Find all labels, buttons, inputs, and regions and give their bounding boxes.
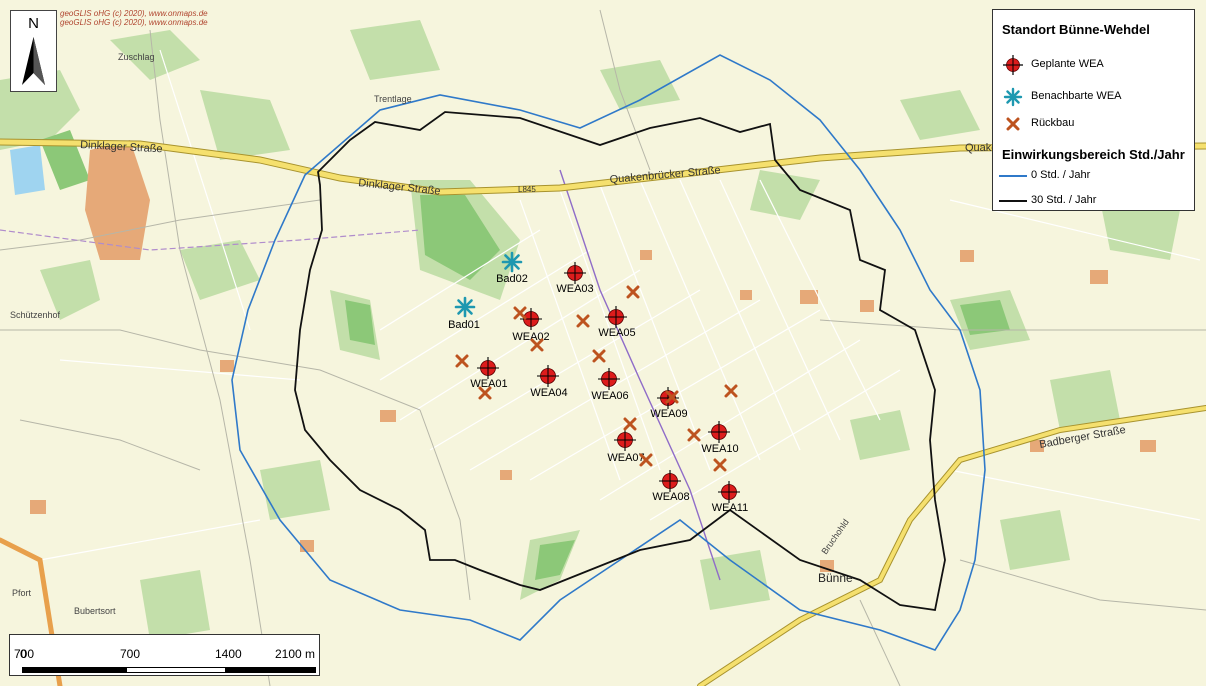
district-boundary — [0, 229, 421, 251]
blue-line-swatch — [999, 175, 1027, 177]
north-arrow: N — [10, 10, 57, 92]
copyright-line-2: geoGLIS oHG (c) 2020), www.onmaps.de — [60, 18, 208, 27]
markers-layer: WEA01WEA02WEA03WEA04WEA05WEA06WEA07WEA08… — [448, 251, 748, 514]
neighbor-label-bad02: Bad02 — [496, 273, 528, 285]
planned-turbine-icon — [1003, 55, 1023, 75]
removal-marker-5[interactable] — [626, 285, 640, 299]
turbine-label-wea10: WEA10 — [701, 443, 738, 455]
scale-tick-4: 2100 m — [274, 647, 315, 661]
minor-roads — [0, 9, 1206, 686]
road-label-quakenbruecker-east: Quake — [965, 142, 997, 154]
copyright-line-1: geoGLIS oHG (c) 2020), www.onmaps.de — [60, 9, 208, 18]
removal-marker-7[interactable] — [623, 417, 637, 431]
scale-tick-2: 700 — [120, 647, 141, 661]
removal-x-icon — [1006, 117, 1020, 131]
planned-turbine-wea05[interactable] — [605, 306, 627, 328]
contour-0-hours — [231, 54, 986, 651]
turbine-label-wea04: WEA04 — [530, 387, 567, 399]
removal-marker-1[interactable] — [455, 354, 469, 368]
removal-marker-12[interactable] — [724, 384, 738, 398]
legend-label-neighbor: Benachbarte WEA — [1031, 90, 1122, 102]
legend-item-neighbor: Benachbarte WEA — [993, 86, 1196, 108]
neighbor-label-bad01: Bad01 — [448, 319, 480, 331]
north-arrow-icon — [22, 37, 45, 85]
neighbor-turbine-icon — [1003, 87, 1023, 107]
scale-tick-1: 0 — [20, 647, 27, 661]
legend-item-line-30: 30 Std. / Jahr — [993, 190, 1196, 212]
turbine-label-wea11: WEA11 — [712, 502, 748, 514]
place-label-schuetzenhof: Schützenhof — [10, 310, 61, 320]
legend-label-line-0: 0 Std. / Jahr — [1031, 169, 1091, 181]
removal-marker-3[interactable] — [530, 338, 544, 352]
neighbor-turbine-bad01[interactable] — [454, 296, 476, 318]
planned-turbine-wea06[interactable] — [598, 368, 620, 390]
map-legend: Standort Bünne-Wehdel Geplante WEA Benac… — [992, 9, 1195, 211]
north-letter: N — [28, 15, 39, 32]
legend-title: Standort Bünne-Wehdel — [1002, 22, 1150, 37]
removal-marker-6[interactable] — [592, 349, 606, 363]
scale-segment-2 — [126, 667, 226, 673]
settlements — [30, 140, 1156, 572]
scale-segment-3 — [226, 667, 316, 673]
legend-label-planned: Geplante WEA — [1031, 58, 1104, 70]
place-label-buebertsort: Bubertsort — [74, 606, 116, 616]
scale-bar: 700 0 700 1400 2100 m — [9, 634, 320, 676]
map-copyright: geoGLIS oHG (c) 2020), www.onmaps.de geo… — [60, 9, 208, 27]
neighbor-turbine-bad02[interactable] — [501, 251, 523, 273]
turbine-label-wea03: WEA03 — [556, 283, 593, 295]
black-line-swatch — [999, 200, 1027, 202]
legend-item-planned: Geplante WEA — [993, 54, 1196, 76]
planned-turbine-wea01[interactable] — [477, 357, 499, 379]
place-label-zuschlag: Zuschlag — [118, 52, 155, 62]
legend-label-line-30: 30 Std. / Jahr — [1031, 194, 1097, 206]
planned-turbine-wea07[interactable] — [614, 429, 636, 451]
scale-tick-3: 1400 — [215, 647, 242, 661]
removal-marker-13[interactable] — [478, 386, 492, 400]
scale-tick-0: 700 — [14, 647, 35, 661]
place-label-trentlage: Trentlage — [374, 94, 412, 104]
removal-marker-4[interactable] — [576, 314, 590, 328]
turbine-label-wea02: WEA02 — [512, 331, 549, 343]
removal-marker-11[interactable] — [665, 390, 679, 404]
legend-subtitle: Einwirkungsbereich Std./Jahr — [1002, 147, 1185, 162]
planned-turbine-wea11[interactable] — [718, 481, 740, 503]
planned-turbine-wea03[interactable] — [564, 262, 586, 284]
turbine-label-wea09: WEA09 — [650, 408, 687, 420]
contour-30-hours — [294, 111, 946, 612]
removal-marker-8[interactable] — [639, 453, 653, 467]
admin-boundary — [559, 169, 721, 581]
planned-turbine-wea10[interactable] — [708, 421, 730, 443]
removal-marker-2[interactable] — [513, 306, 527, 320]
planned-turbine-wea08[interactable] — [659, 470, 681, 492]
road-label-dinklager-west: Dinklager Straße — [80, 139, 163, 155]
planned-turbine-wea02[interactable] — [520, 308, 542, 330]
scale-segment-1 — [22, 667, 126, 673]
turbine-label-wea08: WEA08 — [652, 491, 689, 503]
lake — [10, 145, 45, 195]
legend-label-removal: Rückbau — [1031, 117, 1075, 129]
road-label-l845: L845 — [518, 185, 536, 194]
legend-item-line-0: 0 Std. / Jahr — [993, 165, 1196, 187]
place-label-buenne: Bünne — [818, 571, 853, 585]
legend-item-removal: Rückbau — [993, 113, 1196, 135]
turbine-label-wea05: WEA05 — [598, 327, 635, 339]
turbine-label-wea06: WEA06 — [591, 390, 628, 402]
removal-marker-10[interactable] — [713, 458, 727, 472]
turbine-label-wea07: WEA07 — [607, 452, 644, 464]
removal-marker-9[interactable] — [687, 428, 701, 442]
place-label-pfort: Pfort — [12, 588, 32, 598]
planned-turbine-wea04[interactable] — [537, 365, 559, 387]
